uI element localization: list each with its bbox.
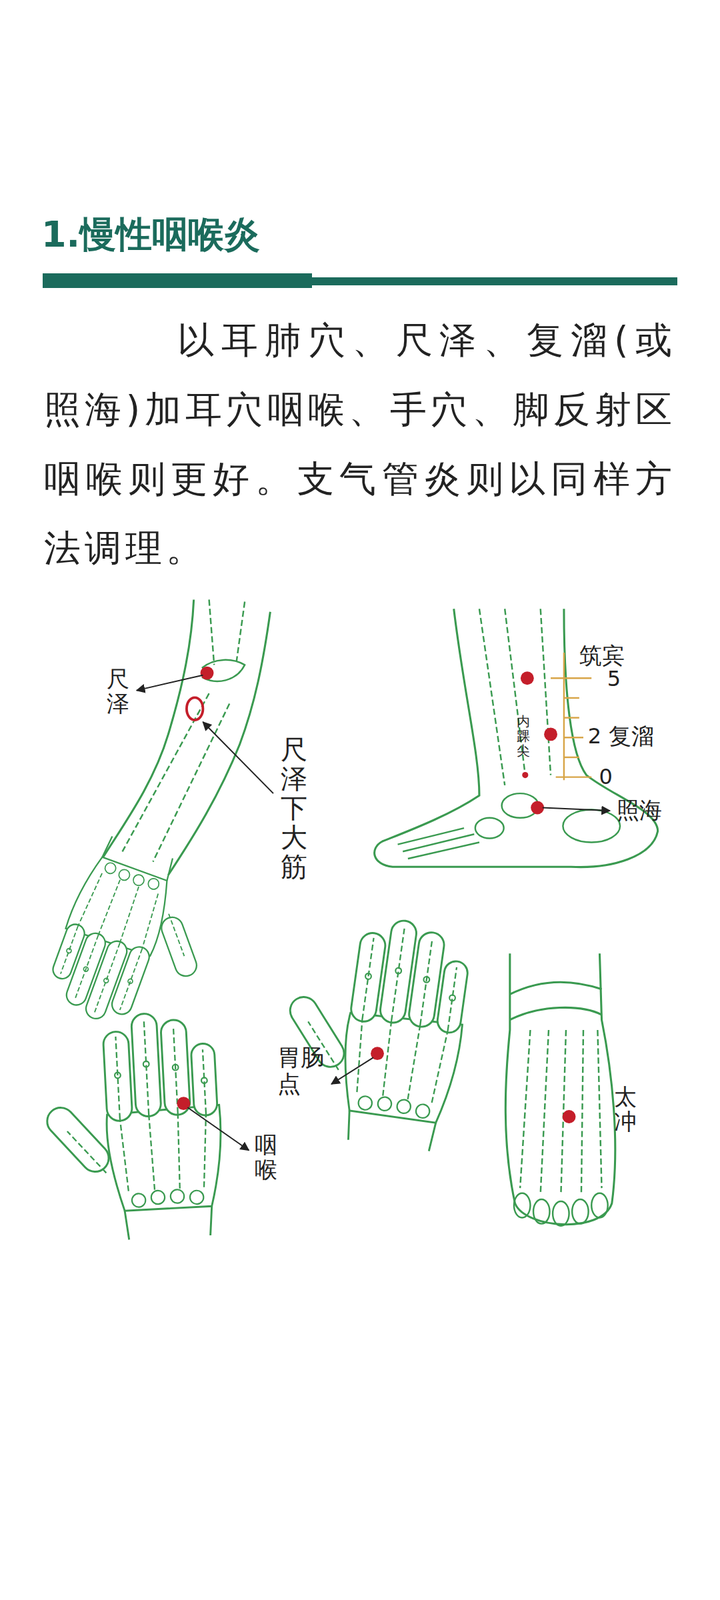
point-label: 胃肠点 — [277, 1044, 324, 1098]
point-label: 尺泽下大筋 — [280, 734, 308, 882]
point-label: 筑宾 — [579, 643, 625, 668]
point-label: 尺泽 — [106, 666, 130, 717]
point-label: 复溜 — [608, 724, 654, 749]
point-label: 太冲 — [614, 1084, 637, 1135]
point-label: 咽喉 — [254, 1132, 278, 1183]
section-title: 1.慢性咽喉炎 — [41, 212, 260, 258]
landmark-label: 内踝尖 — [516, 714, 530, 758]
scale-number: 2 — [588, 724, 602, 748]
scale-number: 0 — [598, 765, 612, 789]
body-paragraph: 以耳肺穴、尺泽、复溜(或照海)加耳穴咽喉、手穴、脚反射区咽喉则更好。支气管炎则以… — [44, 305, 676, 583]
scale-number: 5 — [607, 667, 621, 691]
point-label: 照海 — [616, 798, 662, 823]
